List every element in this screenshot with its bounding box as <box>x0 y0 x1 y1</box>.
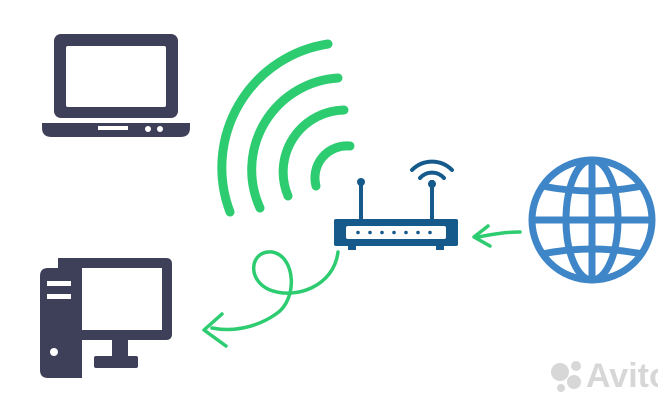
laptop-icon <box>42 34 190 137</box>
avito-watermark: Avito <box>551 357 658 395</box>
cable-arrow-icon <box>202 250 340 348</box>
arrow-left-icon <box>472 224 522 248</box>
desktop-computer-icon <box>40 258 172 378</box>
globe-icon <box>528 156 656 284</box>
watermark-text: Avito <box>586 357 658 395</box>
wifi-signal-icon <box>217 39 355 217</box>
wifi-router-icon <box>334 159 458 250</box>
